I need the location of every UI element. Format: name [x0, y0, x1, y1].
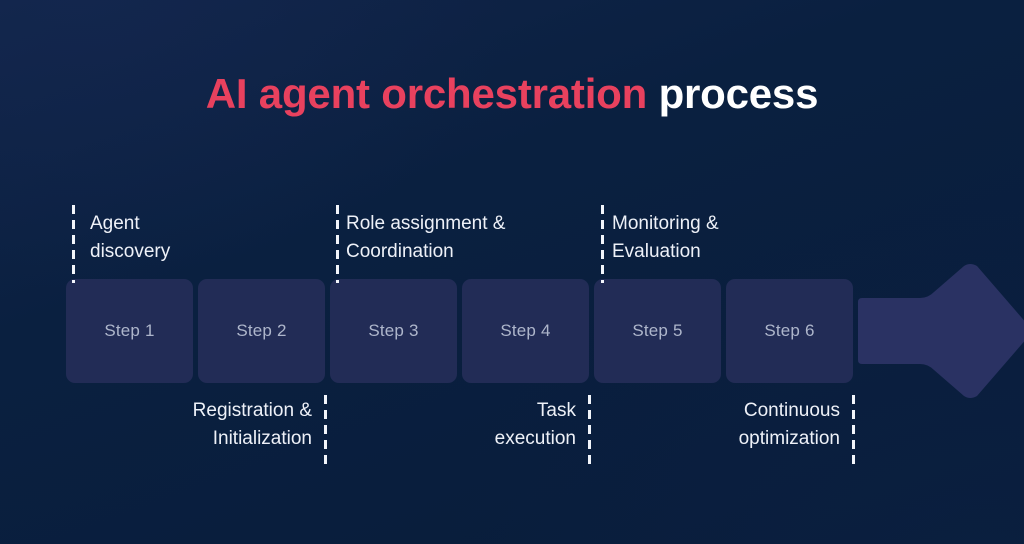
- step-box-2[interactable]: Step 2: [198, 279, 325, 383]
- step-box-4[interactable]: Step 4: [462, 279, 589, 383]
- callout-bottom-3-line1: Continuous: [743, 400, 840, 421]
- callout-bottom-1: Registration & Initialization: [124, 397, 312, 453]
- callout-bottom-2: Task execution: [388, 397, 576, 453]
- callout-bottom-3-line2: optimization: [738, 428, 840, 449]
- step-label-2: Step 2: [236, 321, 287, 340]
- connector-tick-top-3: [601, 205, 604, 283]
- callout-top-3: Monitoring & Evaluation: [612, 210, 719, 266]
- connector-tick-top-2: [336, 205, 339, 283]
- callout-top-1-line2: discovery: [90, 241, 171, 262]
- step-label-3: Step 3: [368, 321, 419, 340]
- connector-tick-bottom-2: [588, 395, 591, 467]
- callout-top-3-line1: Monitoring &: [612, 213, 719, 234]
- callout-top-3-line2: Evaluation: [612, 241, 701, 262]
- connector-tick-bottom-3: [852, 395, 855, 467]
- step-label-4: Step 4: [500, 321, 551, 340]
- callout-bottom-3: Continuous optimization: [652, 397, 840, 453]
- process-flow-diagram: Step 1 Step 2 Step 3 Step 4 Step 5 Step …: [66, 205, 1024, 467]
- step-row: Step 1 Step 2 Step 3 Step 4 Step 5 Step …: [66, 279, 853, 383]
- callout-top-2: Role assignment & Coordination: [346, 210, 505, 266]
- connector-tick-top-1: [72, 205, 75, 283]
- step-box-6[interactable]: Step 6: [726, 279, 853, 383]
- step-box-1[interactable]: Step 1: [66, 279, 193, 383]
- callout-top-1: Agent discovery: [90, 210, 170, 266]
- callout-bottom-2-line1: Task: [536, 400, 576, 421]
- callout-bottom-2-line2: execution: [494, 428, 576, 449]
- title-accent-text: AI agent orchestration: [205, 70, 648, 117]
- callout-top-2-line1: Role assignment &: [346, 213, 506, 234]
- step-box-3[interactable]: Step 3: [330, 279, 457, 383]
- step-box-5[interactable]: Step 5: [594, 279, 721, 383]
- page-title: AI agent orchestration process: [0, 70, 1024, 118]
- callout-bottom-1-line2: Initialization: [212, 428, 312, 449]
- connector-tick-bottom-1: [324, 395, 327, 467]
- callout-top-1-line1: Agent: [90, 213, 140, 234]
- callout-bottom-1-line1: Registration &: [192, 400, 312, 421]
- title-plain-text: process: [658, 70, 819, 117]
- step-label-6: Step 6: [764, 321, 815, 340]
- callout-top-2-line2: Coordination: [346, 241, 454, 262]
- arrow-right-icon: [858, 262, 1024, 400]
- step-label-1: Step 1: [104, 321, 155, 340]
- step-label-5: Step 5: [632, 321, 683, 340]
